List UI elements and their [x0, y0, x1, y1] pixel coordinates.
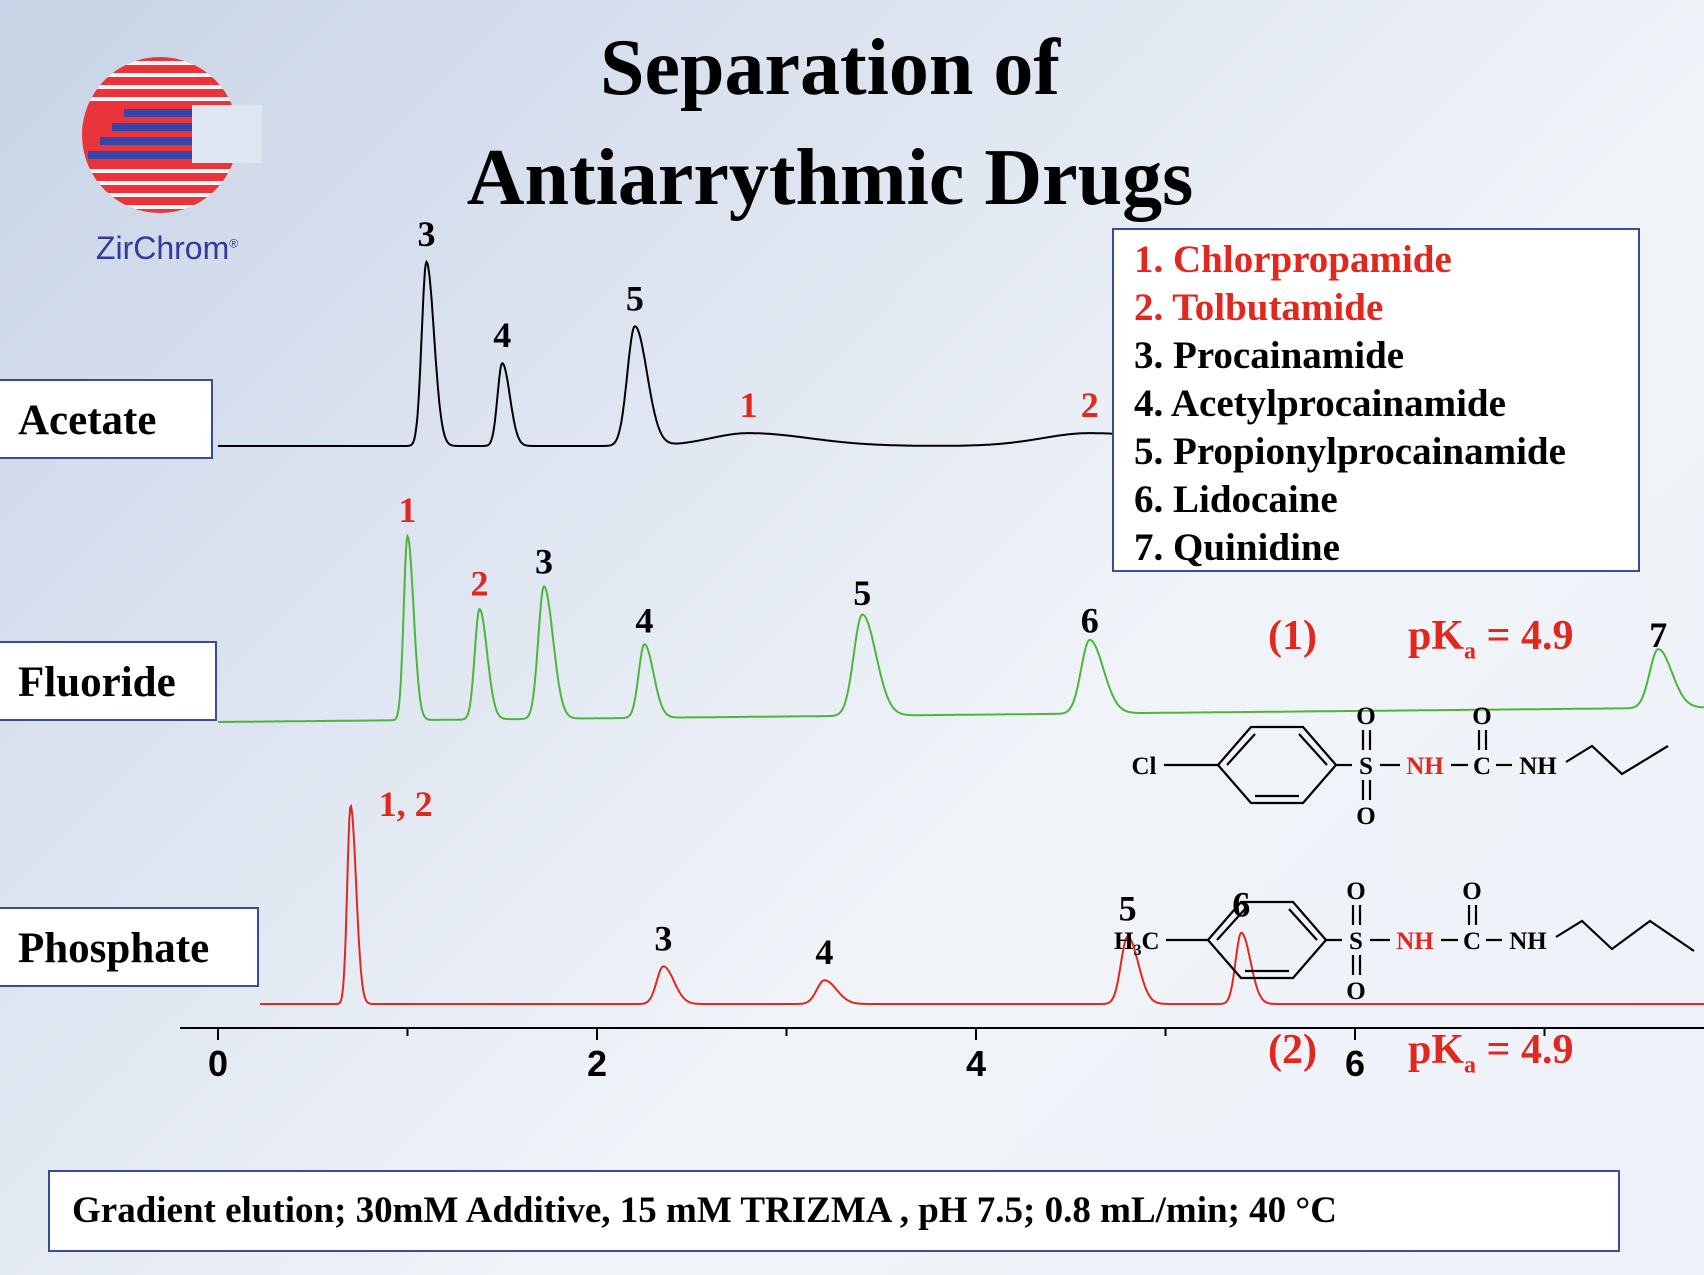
- pka-label-1: (1)pKa = 4.9: [1268, 613, 1574, 665]
- logo-text: ZirChrom®: [95, 230, 239, 266]
- peak-label-phosphate-2: 4: [815, 932, 833, 972]
- conditions-box: Gradient elution; 30mM Additive, 15 mM T…: [48, 1170, 1620, 1252]
- legend-item-7: 7. Quinidine: [1134, 526, 1340, 569]
- peak-label-phosphate-1: 3: [654, 918, 672, 958]
- x-tick-label-1: 2: [587, 1043, 607, 1084]
- peak-label-acetate-0: 3: [417, 214, 435, 254]
- series-label-box-acetate: [0, 379, 213, 459]
- peak-label-fluoride-5: 6: [1081, 600, 1099, 640]
- compound-legend: 1. Chlorpropamide 2. Tolbutamide 3. Proc…: [1112, 228, 1640, 572]
- s2-o-bottom: O: [1346, 978, 1365, 1005]
- zirchrom-logo: [82, 57, 262, 213]
- page-title-line1: Separation of: [600, 24, 1060, 112]
- s1-o-top: O: [1356, 703, 1375, 730]
- s2-o-top: O: [1346, 878, 1365, 905]
- s1-nh: NH: [1519, 753, 1557, 780]
- pka-label-2: (2)pKa = 4.9: [1268, 1027, 1574, 1079]
- peak-label-phosphate-0: 1, 2: [379, 784, 433, 824]
- peak-label-phosphate-4: 6: [1232, 885, 1250, 925]
- s2-nh: NH: [1509, 928, 1547, 955]
- x-tick-label-2: 4: [966, 1043, 986, 1084]
- trace-fluoride: [218, 533, 1704, 723]
- peak-label-fluoride-4: 5: [853, 573, 871, 613]
- structure-chlorpropamide: [1164, 725, 1669, 805]
- s1-o-carbonyl: O: [1472, 703, 1491, 730]
- page-title-line2: Antiarrythmic Drugs: [466, 134, 1194, 222]
- trace-phosphate: [260, 803, 1704, 1005]
- s2-s: S: [1349, 928, 1363, 955]
- structure-tolbutamide: [1166, 900, 1695, 980]
- s1-c: C: [1473, 753, 1491, 780]
- legend-item-5: 5. Propionylprocainamide: [1134, 430, 1566, 473]
- peak-label-fluoride-1: 2: [471, 564, 489, 604]
- peak-label-phosphate-3: 5: [1119, 889, 1137, 929]
- peak-label-acetate-3: 1: [740, 385, 758, 425]
- s1-nh-red: NH: [1406, 753, 1444, 780]
- series-label-box-fluoride: [0, 641, 217, 721]
- series-label-box-phosphate: [0, 907, 259, 987]
- s2-nh-red: NH: [1396, 928, 1434, 955]
- legend-item-2: 2. Tolbutamide: [1134, 286, 1384, 329]
- series-label-phosphate: Phosphate: [18, 925, 209, 972]
- peak-label-acetate-4: 2: [1081, 385, 1099, 425]
- peak-label-acetate-2: 5: [626, 278, 644, 318]
- s1-s: S: [1359, 753, 1373, 780]
- s2-h3c: H3C: [1114, 928, 1160, 959]
- peak-label-fluoride-3: 4: [635, 600, 653, 640]
- legend-item-4: 4. Acetylprocainamide: [1134, 382, 1506, 425]
- s1-cl: Cl: [1132, 753, 1157, 780]
- series-label-acetate: Acetate: [18, 397, 156, 444]
- legend-item-6: 6. Lidocaine: [1134, 478, 1338, 521]
- legend-item-3: 3. Procainamide: [1134, 334, 1405, 377]
- molecular-structures: Cl S O O NH C O NH H3C S O O NH C O NH: [1114, 703, 1695, 1005]
- peak-label-fluoride-0: 1: [399, 490, 417, 530]
- s2-o-carbonyl: O: [1462, 878, 1481, 905]
- series-label-fluoride: Fluoride: [18, 659, 176, 706]
- peak-label-acetate-1: 4: [493, 315, 511, 355]
- s2-c: C: [1463, 928, 1481, 955]
- peak-label-fluoride-6: 7: [1649, 615, 1667, 655]
- x-tick-label-0: 0: [208, 1043, 228, 1084]
- legend-item-1: 1. Chlorpropamide: [1134, 238, 1452, 281]
- s1-o-bottom: O: [1356, 803, 1375, 830]
- peak-label-fluoride-2: 3: [535, 542, 553, 582]
- x-tick-label-3: 6: [1345, 1043, 1365, 1084]
